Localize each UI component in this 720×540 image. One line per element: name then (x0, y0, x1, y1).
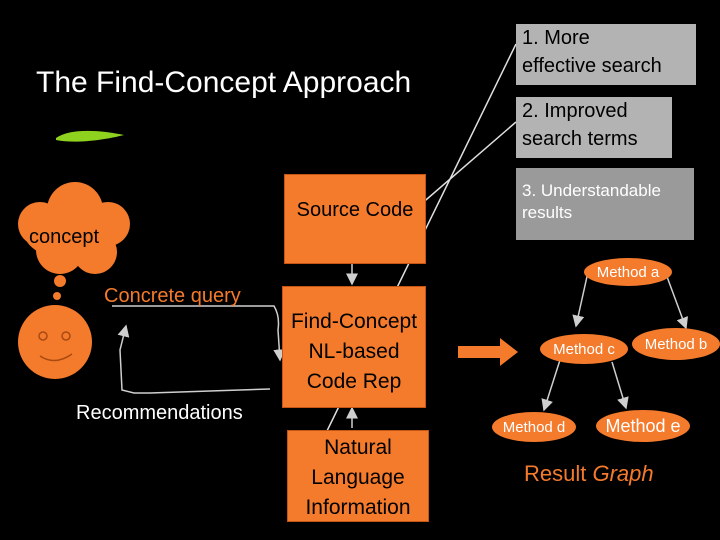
recommendation-arrow (117, 324, 271, 394)
result-arrow (458, 338, 518, 366)
callout-results-line1: 3. Understandable (522, 181, 661, 200)
natural-language-line1: Natural (324, 436, 392, 459)
user-face-icon (18, 305, 92, 379)
graph-node-method-d: Method d (492, 412, 576, 442)
callout-results-line2: results (522, 203, 573, 222)
callout-effective-search-line2: effective search (522, 55, 662, 77)
natural-language-line2: Language (311, 466, 405, 489)
query-arrow (112, 305, 286, 362)
thought-bubble-large (54, 275, 66, 287)
result-caption-italic: Graph (592, 461, 654, 486)
natural-language-box: Natural Language Information (287, 430, 429, 522)
graph-node-method-b: Method b (632, 328, 720, 360)
source-code-label: Source Code (296, 199, 414, 221)
callout-understandable-results: 3. Understandable results (516, 168, 694, 240)
callout-effective-search-line1: 1. More (522, 27, 590, 49)
callout2-pointer (411, 121, 517, 213)
highlight-stroke (56, 130, 124, 142)
graph-node-method-c: Method c (540, 334, 628, 364)
page-title: The Find-Concept Approach (36, 66, 412, 99)
natural-language-line3: Information (305, 496, 411, 519)
source-code-box: Source Code (284, 174, 426, 264)
graph-node-method-a: Method a (584, 258, 672, 286)
result-caption-plain: Result (524, 461, 593, 486)
callout-search-terms-line1: 2. Improved (522, 100, 628, 122)
concrete-query-label: Concrete query (104, 285, 241, 307)
find-concept-box: Find-Concept NL-based Code Rep (282, 286, 426, 408)
callout-search-terms-line2: search terms (522, 128, 638, 150)
nl-rep-line2: Code Rep (306, 370, 402, 393)
graph-node-method-e: Method e (596, 410, 690, 442)
concept-label: concept (29, 226, 100, 248)
result-graph-caption: Result Graph (524, 461, 654, 487)
recommendations-label: Recommendations (76, 402, 243, 424)
callout-search-terms: 2. Improved search terms (516, 97, 672, 158)
callout-effective-search: 1. More effective search (516, 24, 696, 85)
thought-cloud (18, 182, 130, 274)
nl-rep-line1: NL-based (308, 340, 400, 363)
graph-edges (541, 271, 688, 412)
find-concept-label: Find-Concept (290, 310, 418, 333)
thought-bubble-small (53, 292, 61, 300)
